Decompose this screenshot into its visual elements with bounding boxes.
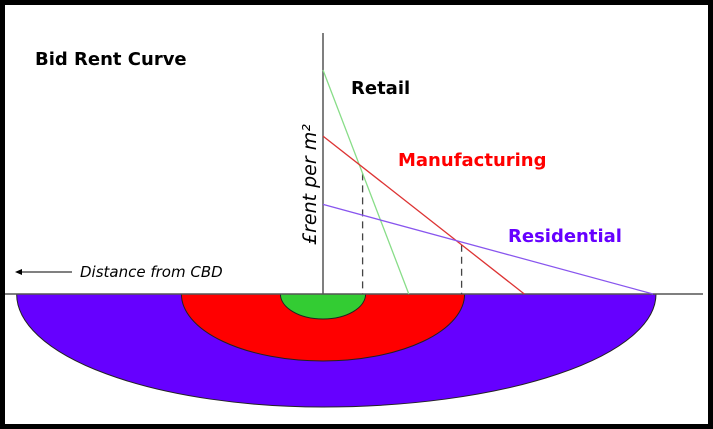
residential-bid-rent-line bbox=[322, 203, 654, 295]
x-axis-label: Distance from CBD bbox=[80, 263, 223, 281]
manufacturing-zone bbox=[180, 293, 466, 362]
diagram-title: Bid Rent Curve bbox=[35, 49, 187, 70]
y-axis-label: £rent per m² bbox=[299, 124, 321, 245]
retail-bid-rent-line bbox=[322, 69, 410, 295]
residential-label: Residential bbox=[508, 226, 622, 247]
retail-label: Retail bbox=[351, 78, 410, 99]
manufacturing-label: Manufacturing bbox=[398, 150, 547, 171]
retail-zone bbox=[279, 293, 367, 320]
manufacturing-bid-rent-line bbox=[322, 135, 525, 295]
arrow-left-icon bbox=[15, 269, 22, 275]
